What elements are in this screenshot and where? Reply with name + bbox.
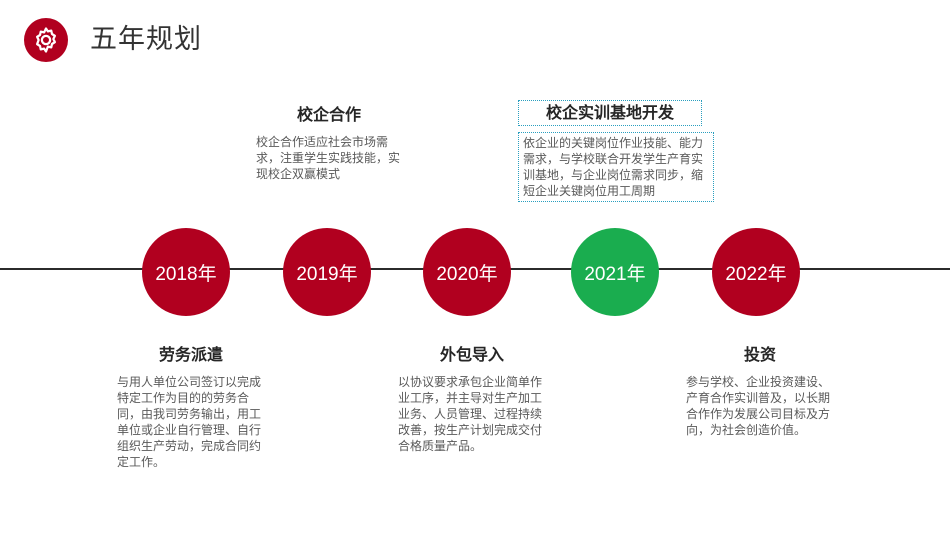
milestone-title: 劳务派遣 xyxy=(158,345,223,364)
year-node-2022: 2022年 xyxy=(712,228,800,316)
milestone-laowu-paiqian: 劳务派遣 与用人单位公司签订以完成特定工作为目的的劳务合同，由我司劳务输出，用工… xyxy=(117,344,265,470)
milestone-title: 投资 xyxy=(743,345,776,364)
milestone-text: 校企合作适应社会市场需求，注重学生实践技能，实现校企双赢模式 xyxy=(256,135,401,181)
year-node-2020: 2020年 xyxy=(423,228,511,316)
header-gear-badge xyxy=(24,18,68,62)
milestone-text: 参与学校、企业投资建设、产育合作实训普及，以长期合作作为发展公司目标及方向，为社… xyxy=(686,375,831,437)
milestone-text: 与用人单位公司签订以完成特定工作为目的的劳务合同，由我司劳务输出，用工单位或企业… xyxy=(117,375,262,469)
milestone-touzi: 投资 参与学校、企业投资建设、产育合作实训普及，以长期合作作为发展公司目标及方向… xyxy=(686,344,834,438)
year-node-2019: 2019年 xyxy=(283,228,371,316)
milestone-title: 校企实训基地开发 xyxy=(518,100,702,126)
milestone-text: 依企业的关键岗位作业技能、能力需求，与学校联合开发学生产育实训基地，与企业岗位需… xyxy=(518,132,714,202)
year-node-2021: 2021年 xyxy=(571,228,659,316)
milestone-text: 以协议要求承包企业简单作业工序，并主导对生产加工业务、人员管理、过程持续改善，按… xyxy=(398,375,543,453)
milestone-title: 校企合作 xyxy=(296,105,361,124)
year-node-2018: 2018年 xyxy=(142,228,230,316)
milestone-xiaoqi-hezuo: 校企合作 校企合作适应社会市场需求，注重学生实践技能，实现校企双赢模式 xyxy=(256,104,402,182)
milestone-shixun-jidi: 校企实训基地开发 依企业的关键岗位作业技能、能力需求，与学校联合开发学生产育实训… xyxy=(518,100,714,202)
gear-icon xyxy=(36,27,56,53)
milestone-title: 外包导入 xyxy=(439,345,504,364)
page-title: 五年规划 xyxy=(90,24,202,55)
milestone-waibao-daoru: 外包导入 以协议要求承包企业简单作业工序，并主导对生产加工业务、人员管理、过程持… xyxy=(398,344,546,454)
